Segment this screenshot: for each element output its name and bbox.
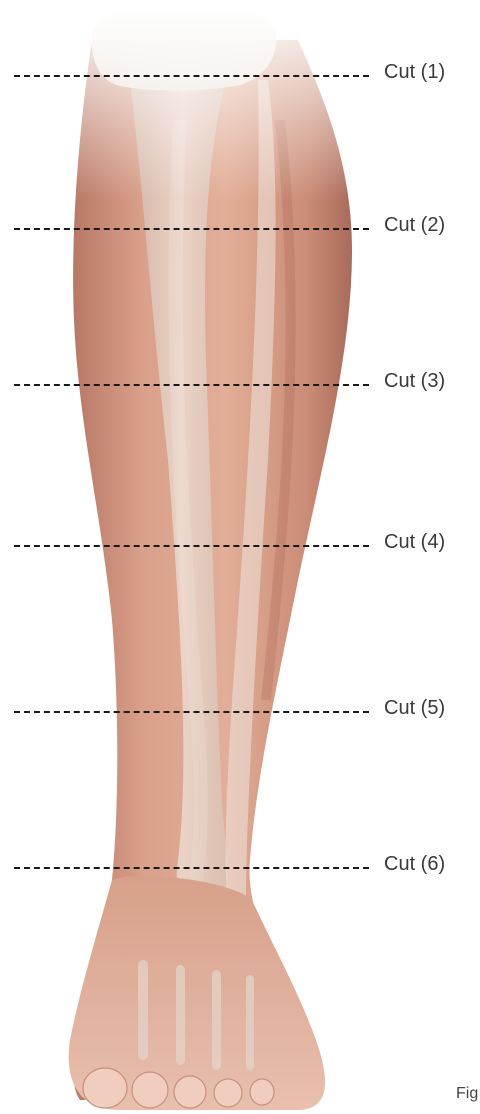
- cut-dashed-line: [14, 384, 369, 386]
- figure-caption: Fig: [456, 1085, 478, 1103]
- cut-label: Cut (3): [384, 370, 445, 393]
- cut-dashed-line: [14, 228, 369, 230]
- cut-dashed-line: [14, 545, 369, 547]
- cut-label: Cut (1): [384, 61, 445, 84]
- cut-dashed-line: [14, 75, 369, 77]
- cut-label: Cut (6): [384, 853, 445, 876]
- cut-label: Cut (4): [384, 531, 445, 554]
- cut-label: Cut (5): [384, 697, 445, 720]
- cut-label: Cut (2): [384, 214, 445, 237]
- cut-dashed-line: [14, 711, 369, 713]
- cut-dashed-line: [14, 867, 369, 869]
